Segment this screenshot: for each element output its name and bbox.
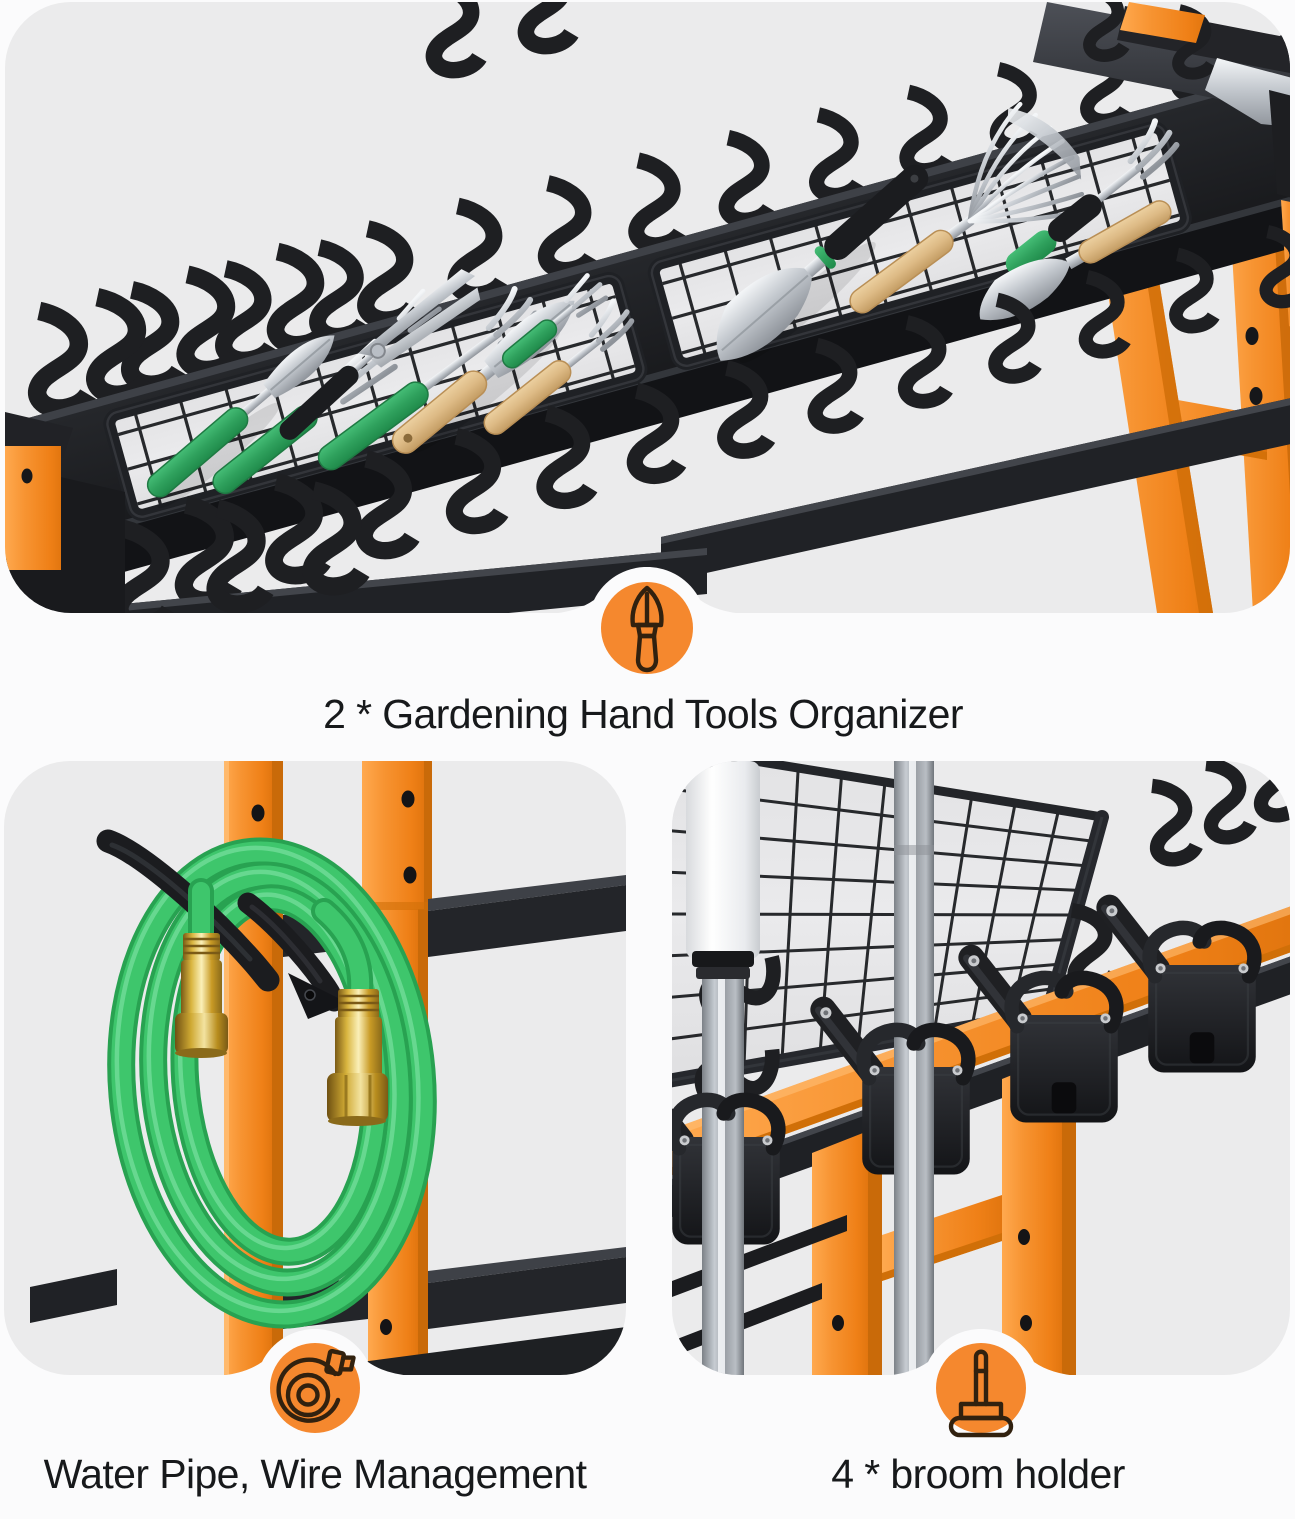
caption-broom-holder: 4 * broom holder — [831, 1451, 1125, 1497]
broom-holder-illustration — [672, 761, 1290, 1375]
brass-fitting-right — [327, 989, 388, 1126]
broom-holder-icon — [948, 1349, 1014, 1438]
leaf-rake — [849, 101, 1085, 314]
orange-legs — [812, 1049, 1076, 1375]
hose-reel-icon — [276, 1348, 356, 1423]
cultivator-green-black — [1005, 118, 1180, 276]
hand-trowel-green — [146, 335, 335, 509]
rack-corner-assembly — [1033, 2, 1290, 327]
badge-water-pipe — [217, 1329, 413, 1519]
cultivator-wood — [483, 298, 635, 435]
caption-water-pipe: Water Pipe, Wire Management — [43, 1451, 587, 1497]
feature-panel-broom-holder — [672, 761, 1290, 1375]
hose-hook — [96, 829, 348, 1019]
tools-organizer-illustration — [5, 2, 1290, 613]
caption-tools-organizer: 2 * Gardening Hand Tools Organizer — [323, 691, 963, 737]
badge-broom-holder — [883, 1329, 1079, 1519]
garden-tools-left-basket — [146, 269, 635, 509]
badge-circle — [601, 582, 693, 674]
pruning-shears — [358, 269, 481, 368]
feature-panel-tools-organizer — [5, 2, 1290, 613]
badge-circle — [936, 1343, 1026, 1433]
garden-tools-right-basket — [716, 101, 1180, 363]
mop-pole-white — [686, 761, 760, 1375]
mini-rake-green — [501, 273, 609, 369]
broom-pole-steel — [894, 761, 934, 1375]
orange-side-rail — [672, 906, 1290, 1175]
hose-end-segments — [188, 878, 374, 1004]
lower-rail-right — [661, 398, 1290, 583]
feature-panel-water-pipe — [4, 761, 626, 1375]
trowel-icon — [630, 585, 664, 673]
hand-trowel-large — [716, 164, 929, 363]
left-leg — [5, 412, 125, 613]
water-pipe-illustration — [30, 761, 626, 1375]
brass-fitting-left — [175, 933, 228, 1058]
badge-tools-organizer — [549, 567, 745, 757]
